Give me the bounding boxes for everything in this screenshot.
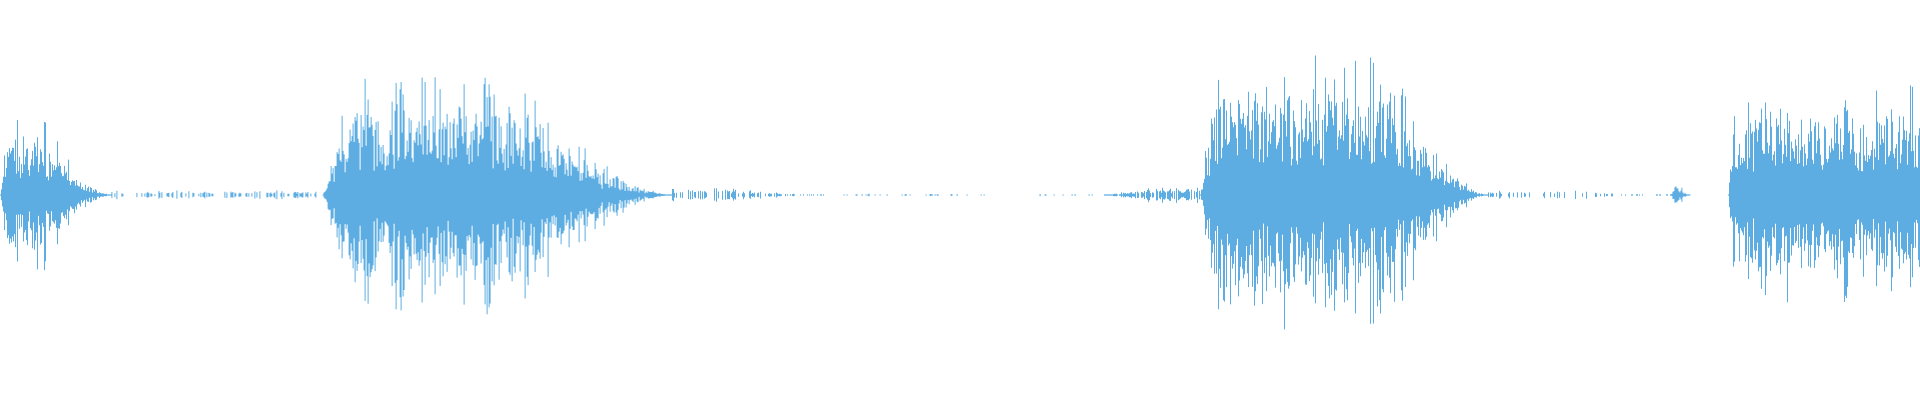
- waveform-segment-blip: [1670, 186, 1691, 203]
- waveform-segment-tail-3: [1488, 190, 1671, 199]
- waveform-segment-pre-burst-3: [1104, 187, 1200, 203]
- waveform-segment-burst-3: [1200, 55, 1488, 330]
- waveform-lines: [0, 55, 1920, 330]
- waveform-segment-quiet-gap: [843, 193, 1093, 197]
- waveform-segment-burst-1: [0, 120, 112, 271]
- waveform-segment-burst-2: [322, 77, 673, 315]
- waveform-segment-tail-2: [672, 188, 824, 202]
- waveform-segment-burst-4: [1728, 85, 1920, 303]
- waveform-segment-tail-1: [111, 190, 317, 200]
